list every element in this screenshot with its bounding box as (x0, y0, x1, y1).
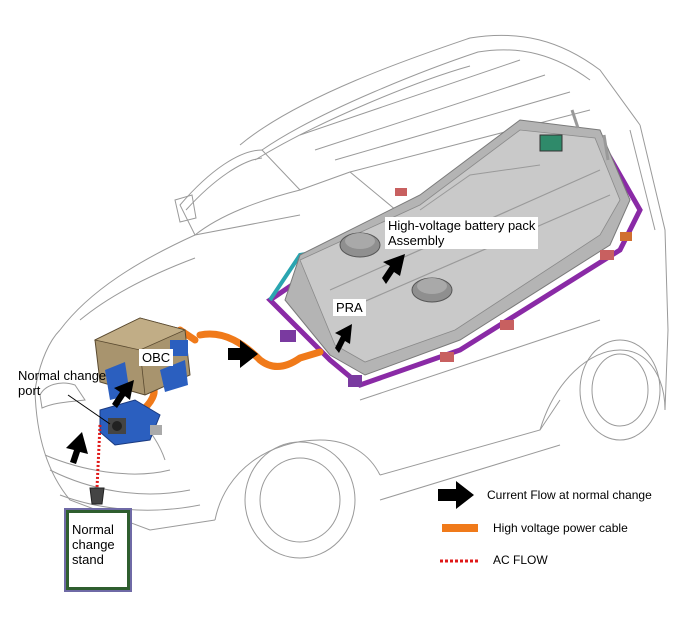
stand-label-line1: Normal (72, 522, 114, 537)
normal-port-label: Normal change port (18, 368, 106, 398)
normal-port-label-line2: port (18, 383, 41, 398)
normal-charge-stand-box (64, 508, 132, 592)
legend-arrow-icon (438, 481, 474, 509)
legend (438, 481, 480, 563)
flow-arrow-cable (228, 340, 258, 368)
legend-cable-swatch (442, 524, 478, 532)
ac-flow (89, 424, 105, 505)
normal-charge-stand-label: Normal change stand (72, 522, 115, 567)
flow-arrow-battery (382, 254, 405, 284)
flow-arrow-port (66, 432, 88, 464)
normal-port-label-line1: Normal change (18, 368, 107, 383)
legend-hv-cable-text: High voltage power cable (493, 521, 628, 535)
stand-label-line3: stand (72, 552, 104, 567)
flow-arrow-pra (335, 324, 352, 353)
pra-label: PRA (333, 299, 366, 316)
battery-pack-label-line2: Assembly (388, 233, 445, 248)
flow-arrow-obc (112, 380, 134, 408)
stand-label-line2: change (72, 537, 115, 552)
charging-plug (89, 487, 105, 505)
current-flow-arrows (66, 254, 405, 464)
port-leader-line (67, 394, 111, 425)
charge-port-assembly (99, 399, 162, 446)
battery-pack-label: High-voltage battery pack Assembly (385, 217, 539, 249)
battery-pack-label-line1: High-voltage battery pack (388, 218, 536, 233)
obc-label: OBC (139, 349, 174, 366)
legend-current-flow-text: Current Flow at normal change (487, 488, 652, 502)
legend-ac-flow-text: AC FLOW (493, 553, 548, 567)
